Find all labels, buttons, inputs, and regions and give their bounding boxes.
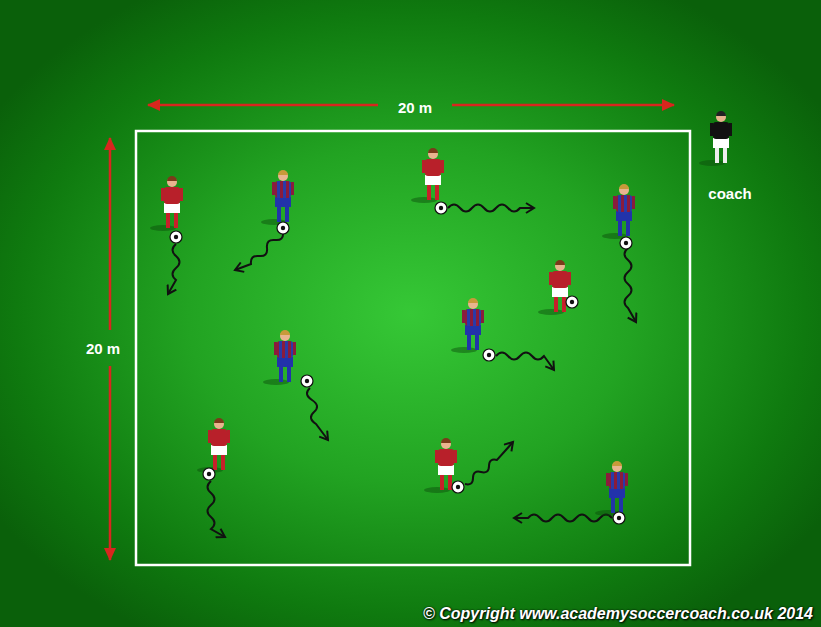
coach-label: coach [708, 185, 751, 202]
dimension-arrows [110, 105, 674, 560]
dimension-label: 20 m [86, 340, 120, 357]
players [150, 148, 635, 524]
dimension-label: 20 m [398, 99, 432, 116]
coach-figure [699, 111, 732, 166]
dribble-paths [168, 205, 636, 538]
copyright-notice: © Copyright www.academysoccercoach.co.uk… [423, 605, 813, 623]
pitch-boundary [136, 131, 690, 565]
